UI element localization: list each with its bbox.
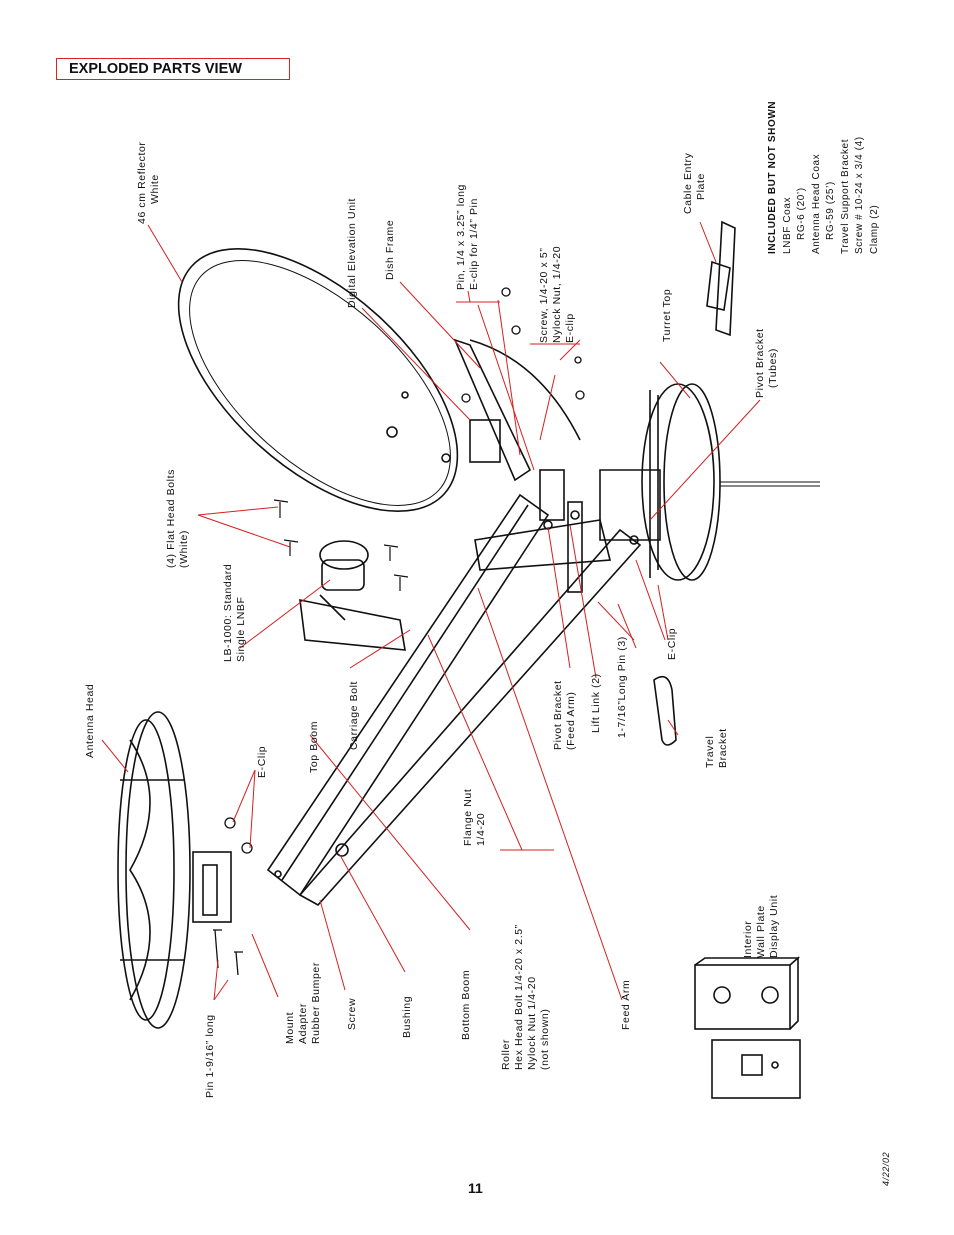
dish-frame: [453, 338, 581, 482]
revision-date: 4/22/02: [881, 1151, 891, 1186]
label-flat-head-bolts: (4) Flat Head Bolts (White): [165, 469, 190, 568]
label-eclip-right: E-Clip: [666, 627, 678, 660]
label-reflector: 46 cm Reflector White: [136, 141, 161, 224]
reflector-dish: [177, 247, 459, 513]
cable-entry-plate: [706, 220, 736, 337]
flat-head-bolts: [273, 499, 409, 591]
label-pin-325: Pin, 1/4 x 3.25” long E-clip for 1/4” Pi…: [455, 184, 480, 290]
label-bottom-boom: Bottom Boom: [460, 969, 472, 1040]
lnbf: [299, 540, 406, 651]
label-digital-elevation: Digital Elevation Unit: [346, 197, 358, 308]
label-turret-top: Turret Top: [661, 288, 673, 342]
label-roller: Roller Hex Head Bolt 1/4-20 x 2.5” Nyloc…: [500, 924, 551, 1070]
turret: [599, 383, 820, 581]
travel-bracket: [653, 675, 677, 746]
antenna-head: [117, 711, 232, 1029]
label-antenna-head: Antenna Head: [84, 683, 96, 758]
label-top-boom: Top Boom: [308, 720, 320, 773]
label-carriage-bolt: Carriage Bolt: [348, 680, 360, 750]
leader-lines: [101, 221, 761, 1001]
label-pin-long: Pin 1-9/16” long: [204, 1014, 216, 1098]
label-lift-link: Lift Link (2): [590, 673, 602, 733]
label-travel-bracket: Travel Bracket: [704, 728, 729, 768]
label-interior-wall-plate: Interior Wall Plate Display Unit: [742, 894, 780, 958]
label-dish-frame: Dish Frame: [384, 219, 396, 280]
label-long-pin: 1-7/16”Long Pin (3): [616, 636, 628, 738]
page-title: EXPLODED PARTS VIEW: [69, 61, 242, 77]
label-feed-arm: Feed Arm: [620, 979, 632, 1030]
boom-assembly: [266, 493, 642, 907]
title-box: EXPLODED PARTS VIEW: [56, 58, 290, 80]
label-cable-entry: Cable Entry Plate: [682, 152, 707, 214]
pivot-brackets: [539, 469, 583, 593]
label-pivot-tubes: Pivot Bracket (Tubes): [754, 328, 779, 398]
label-screw: Screw: [346, 997, 358, 1030]
display-unit: [694, 956, 801, 1099]
label-bushing: Bushing: [401, 995, 413, 1038]
page-number: 11: [468, 1180, 483, 1196]
label-eclip-left: E-Clip: [256, 745, 268, 778]
label-mount-adapter: Mount Adapter Rubber Bumper: [284, 962, 322, 1044]
label-screw-nylock: Screw, 1/4-20 x 5” Nylock Nut, 1/4-20 E-…: [538, 245, 576, 343]
included-not-shown: INCLUDED BUT NOT SHOWN LNBF Coax RG-6 (2…: [767, 100, 880, 254]
small-hardware: [224, 287, 585, 854]
label-pivot-feed-arm: Pivot Bracket (Feed Arm): [552, 680, 577, 750]
label-flange-nut: Flange Nut 1/4-20: [462, 788, 487, 846]
label-lnbf: LB-1000: Standard Single LNBF: [222, 563, 247, 662]
